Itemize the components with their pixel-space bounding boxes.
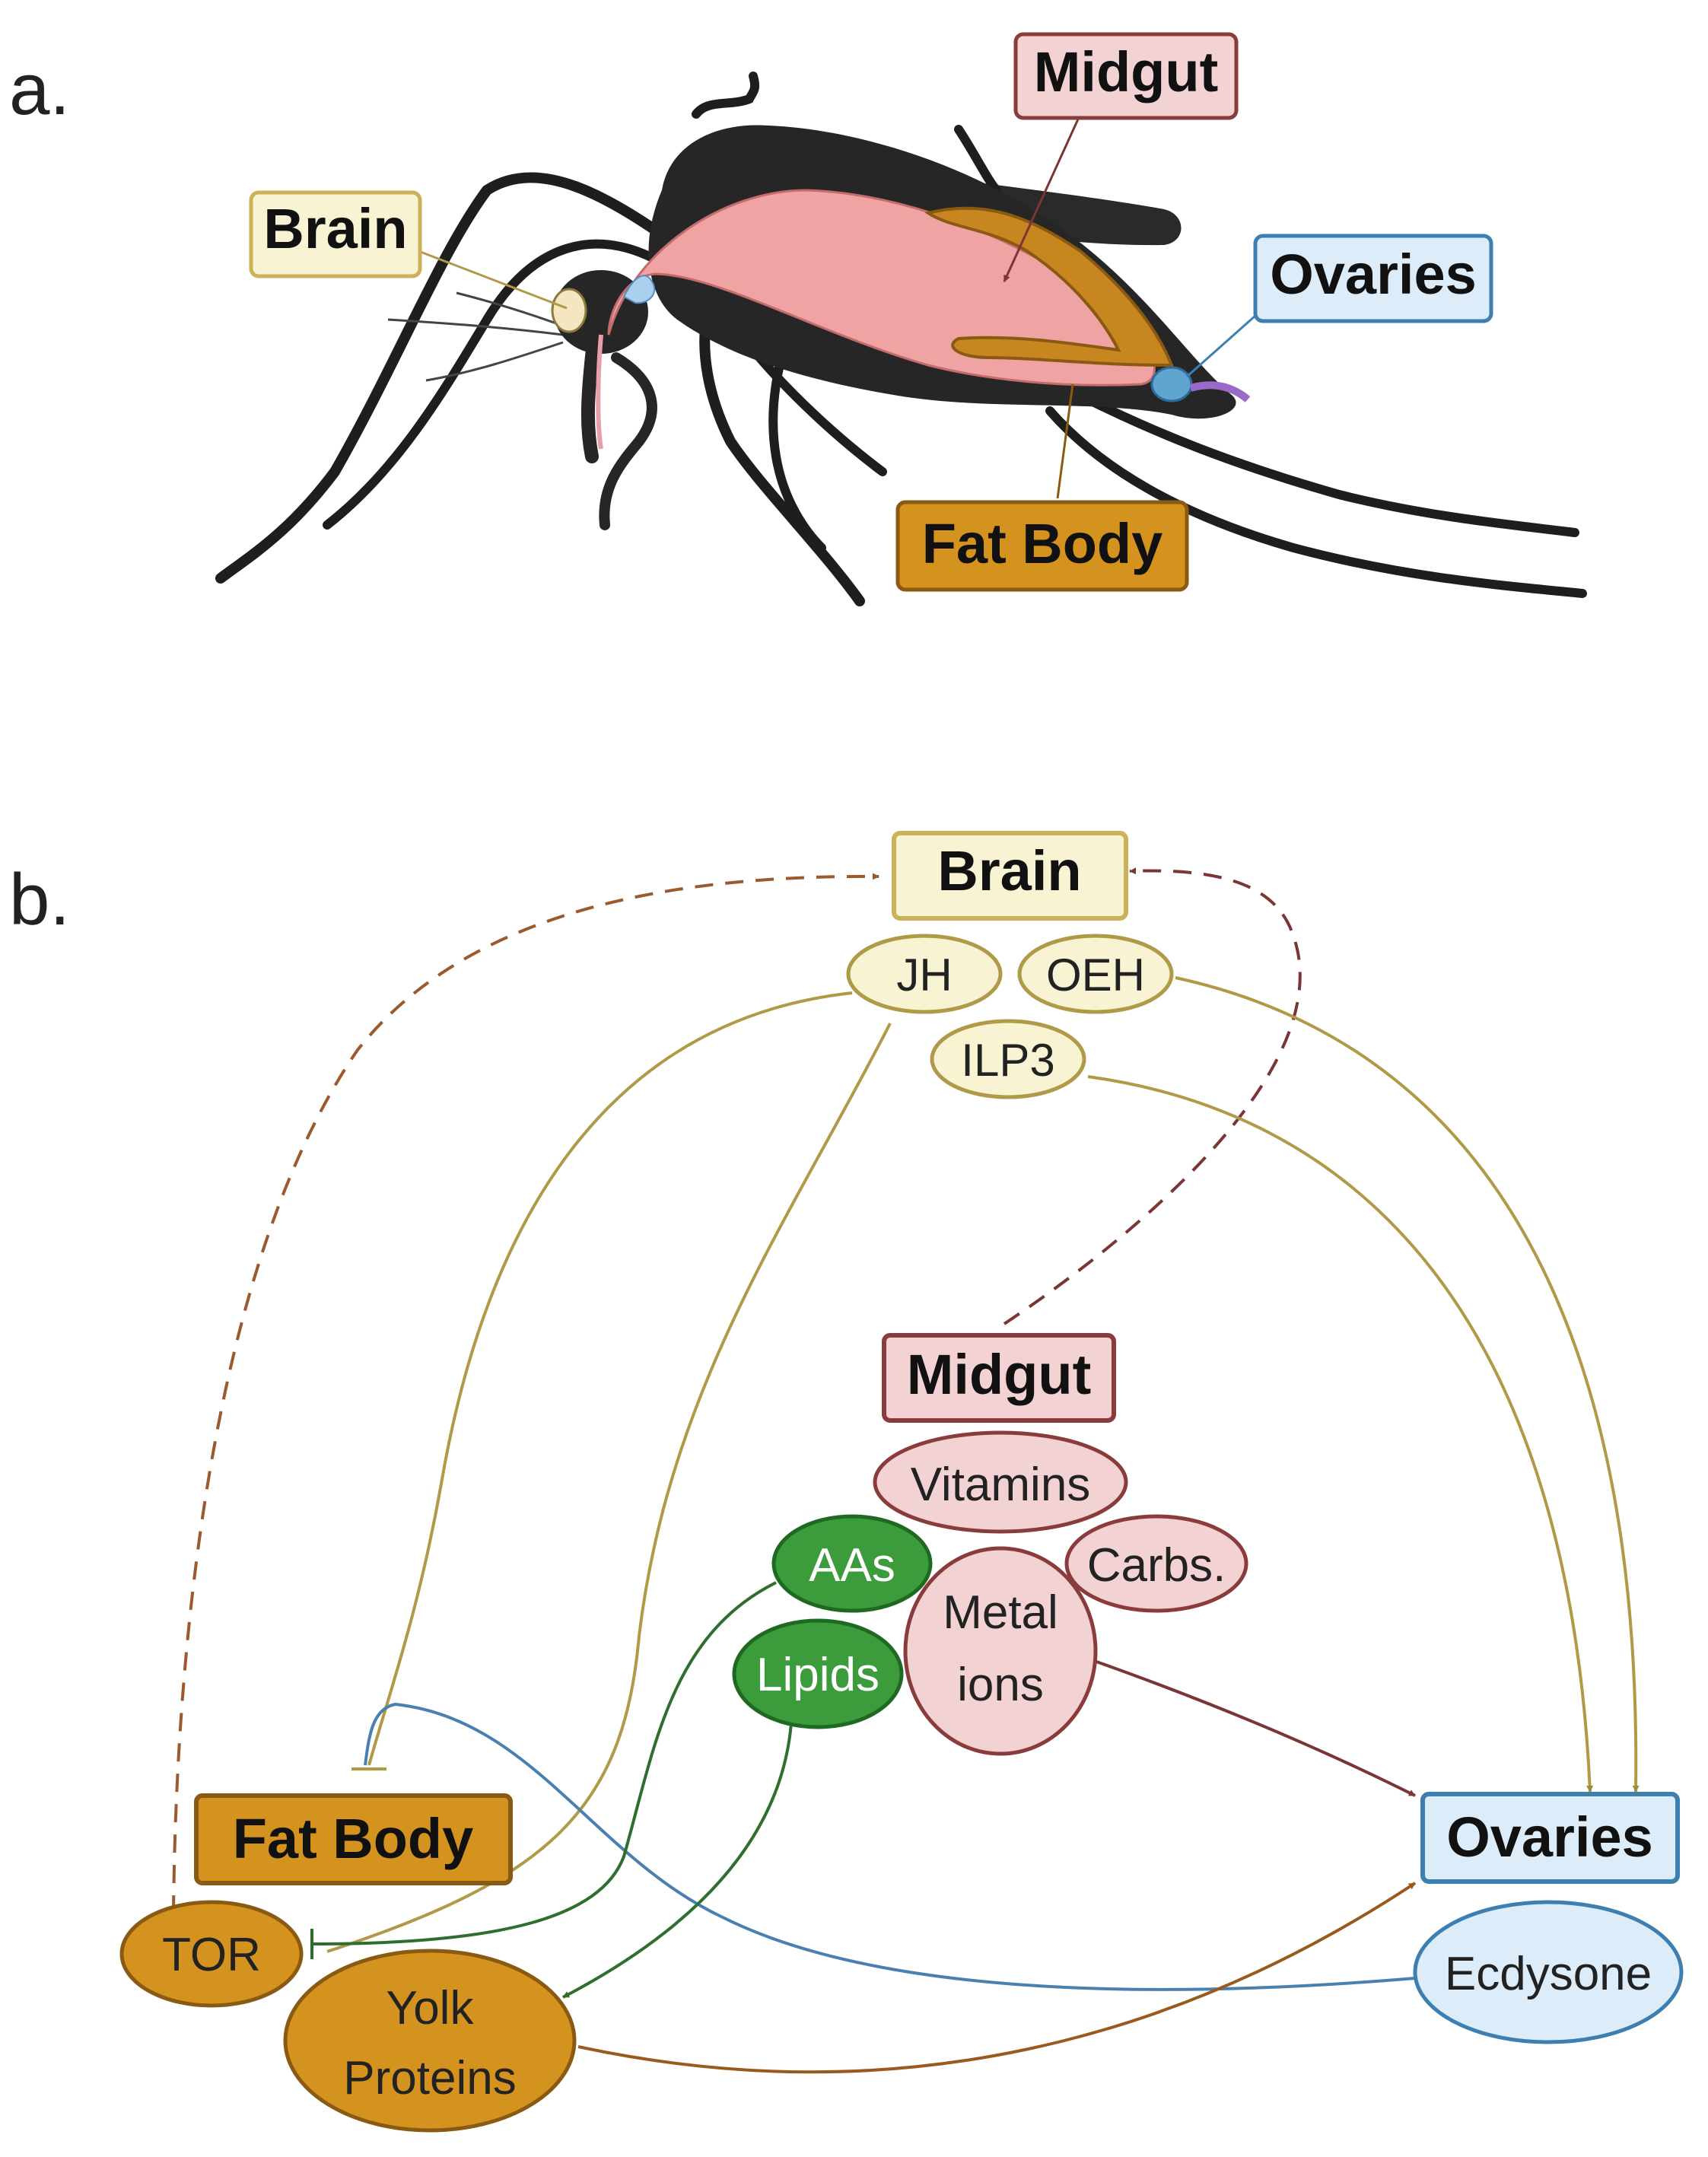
metal-ions-to-ovaries-arrow bbox=[1087, 1657, 1416, 1797]
node-midgut: Midgut bbox=[882, 1333, 1116, 1423]
aas-to-tor-inhibit bbox=[311, 1581, 777, 1945]
node-ilp3-text: ILP3 bbox=[961, 1035, 1054, 1086]
node-ecdysone-text: Ecdysone bbox=[1445, 1948, 1652, 2000]
node-carbs: Carbs. bbox=[1064, 1514, 1248, 1613]
node-metal-ions: Metal ions bbox=[903, 1546, 1098, 1756]
panel-a-label-ovaries: Ovaries bbox=[1253, 234, 1493, 323]
panel-b-letter: b. bbox=[9, 859, 70, 940]
jh-to-fat-body-inhibit bbox=[367, 991, 853, 1766]
node-metal-ions-text-1: Metal bbox=[943, 1586, 1058, 1639]
node-lipids-text: Lipids bbox=[756, 1649, 879, 1701]
panel-a-label-brain: Brain bbox=[249, 190, 422, 278]
node-yolk-proteins-text-1: Yolk bbox=[386, 1982, 475, 2035]
node-lipids: Lipids bbox=[732, 1618, 904, 1729]
panel-a-letter: a. bbox=[9, 49, 70, 130]
ecdysone-to-fat-body-line bbox=[364, 1702, 1416, 1991]
panel-a-label-midgut: Midgut bbox=[1013, 32, 1239, 120]
node-tor: TOR bbox=[119, 1900, 304, 2008]
lipids-to-yolk-arrow bbox=[562, 1723, 793, 1999]
node-carbs-text: Carbs. bbox=[1087, 1539, 1226, 1592]
panel-a-ovaries-text: Ovaries bbox=[1270, 243, 1477, 306]
panel-b-connectors bbox=[172, 867, 1640, 2074]
mosquito-illustration bbox=[215, 72, 1587, 606]
node-jh: JH bbox=[846, 934, 1003, 1014]
midgut-to-brain-dashed-arrow bbox=[1003, 867, 1302, 1325]
node-midgut-text: Midgut bbox=[907, 1343, 1091, 1406]
tor-to-brain-dashed-arrow bbox=[172, 873, 879, 1914]
node-vitamins-text: Vitamins bbox=[911, 1459, 1091, 1511]
ilp3-to-ovaries-arrow bbox=[1087, 1075, 1594, 1793]
panel-a-leaders bbox=[418, 113, 1256, 499]
panel-a-brain-text: Brain bbox=[263, 197, 407, 260]
node-fat-body-text: Fat Body bbox=[233, 1807, 474, 1870]
node-tor-text: TOR bbox=[162, 1929, 261, 1981]
node-ovaries-text: Ovaries bbox=[1446, 1805, 1653, 1869]
node-yolk-proteins: Yolk Proteins bbox=[283, 1949, 577, 2133]
yolk-to-ovaries-arrow bbox=[577, 1882, 1417, 2074]
node-brain: Brain bbox=[892, 831, 1128, 921]
node-yolk-proteins-text-2: Proteins bbox=[343, 2052, 516, 2105]
node-oeh: OEH bbox=[1017, 934, 1174, 1014]
node-jh-text: JH bbox=[896, 950, 952, 1001]
oeh-to-ovaries-arrow bbox=[1175, 976, 1640, 1793]
node-aas: AAs bbox=[771, 1514, 933, 1613]
node-ecdysone: Ecdysone bbox=[1413, 1900, 1684, 2044]
node-aas-text: AAs bbox=[809, 1539, 895, 1592]
node-fat-body: Fat Body bbox=[194, 1793, 513, 1885]
panel-a-fat-body-text: Fat Body bbox=[922, 512, 1163, 575]
node-metal-ions-text-2: ions bbox=[957, 1659, 1044, 1711]
node-vitamins: Vitamins bbox=[873, 1430, 1128, 1534]
panel-a-label-fat-body: Fat Body bbox=[895, 500, 1189, 592]
node-brain-text: Brain bbox=[937, 839, 1081, 902]
panel-a-midgut-text: Midgut bbox=[1034, 40, 1218, 103]
node-oeh-text: OEH bbox=[1046, 950, 1145, 1001]
node-ilp3: ILP3 bbox=[930, 1019, 1086, 1099]
node-ovaries: Ovaries bbox=[1420, 1792, 1680, 1884]
